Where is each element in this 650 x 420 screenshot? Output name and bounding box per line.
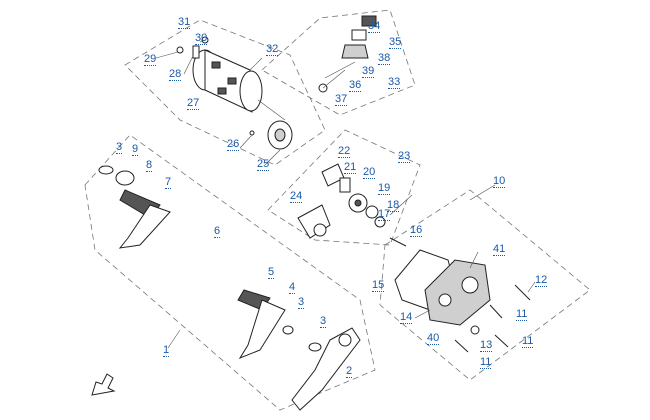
switch-assembly [318, 15, 377, 93]
callout-18[interactable]: 18 [387, 199, 400, 212]
callout-20[interactable]: 20 [363, 166, 376, 179]
callout-8[interactable]: 8 [146, 159, 153, 172]
callout-7[interactable]: 7 [165, 176, 172, 189]
callout-38[interactable]: 38 [378, 52, 391, 65]
callout-24[interactable]: 24 [290, 190, 303, 203]
callout-39[interactable]: 39 [362, 65, 375, 78]
callout-3b[interactable]: 3 [298, 296, 305, 309]
bolt-set-upper [365, 205, 407, 247]
group-outline-32 [124, 19, 326, 166]
callout-3a[interactable]: 3 [116, 141, 123, 154]
group-outline-23 [267, 129, 421, 246]
callout-11c[interactable]: 11 [480, 356, 492, 369]
callout-13[interactable]: 13 [480, 339, 493, 352]
callout-35[interactable]: 35 [389, 36, 402, 49]
leader-lines [155, 20, 536, 349]
callout-26[interactable]: 26 [227, 138, 240, 151]
callout-32[interactable]: 32 [266, 43, 279, 56]
callout-23[interactable]: 23 [398, 150, 411, 163]
callout-1[interactable]: 1 [163, 344, 170, 357]
callout-14[interactable]: 14 [400, 311, 413, 324]
bolt-set-lower [454, 284, 531, 353]
callout-12[interactable]: 12 [535, 274, 548, 287]
group-outline-10 [379, 189, 591, 381]
callout-2[interactable]: 2 [346, 365, 353, 378]
shift-fork-left [98, 165, 171, 249]
callout-4[interactable]: 4 [289, 281, 296, 294]
callout-15[interactable]: 15 [372, 279, 385, 292]
callout-16[interactable]: 16 [410, 224, 423, 237]
callout-19[interactable]: 19 [378, 182, 391, 195]
callout-31[interactable]: 31 [178, 16, 191, 29]
callout-30[interactable]: 30 [195, 32, 208, 45]
direction-arrow-icon [91, 373, 116, 396]
callout-9[interactable]: 9 [132, 143, 139, 156]
callout-27[interactable]: 27 [187, 97, 200, 110]
callout-41[interactable]: 41 [493, 243, 506, 256]
shift-rod [168, 222, 252, 287]
callout-28[interactable]: 28 [169, 68, 182, 81]
callout-10[interactable]: 10 [493, 175, 506, 188]
callout-22[interactable]: 22 [338, 145, 351, 158]
callout-11b[interactable]: 11 [522, 335, 534, 348]
callout-17[interactable]: 17 [378, 208, 391, 221]
callout-33[interactable]: 33 [388, 76, 401, 89]
group-outline-33 [261, 9, 416, 116]
callout-25[interactable]: 25 [257, 158, 270, 171]
callout-36[interactable]: 36 [349, 79, 362, 92]
callout-6[interactable]: 6 [214, 225, 221, 238]
shift-drum [192, 49, 293, 150]
callout-11a[interactable]: 11 [516, 308, 528, 321]
shift-shaft-parts [297, 163, 368, 239]
shift-fork-right [237, 289, 322, 360]
callout-21[interactable]: 21 [344, 161, 357, 174]
callout-34[interactable]: 34 [368, 20, 381, 33]
callout-37[interactable]: 37 [335, 93, 348, 106]
callout-3c[interactable]: 3 [320, 315, 327, 328]
group-outline-1 [84, 134, 376, 411]
callout-29[interactable]: 29 [144, 53, 157, 66]
callout-5[interactable]: 5 [268, 266, 275, 279]
callout-40[interactable]: 40 [427, 332, 440, 345]
shift-lever [291, 327, 361, 411]
gear-housing [424, 259, 491, 326]
